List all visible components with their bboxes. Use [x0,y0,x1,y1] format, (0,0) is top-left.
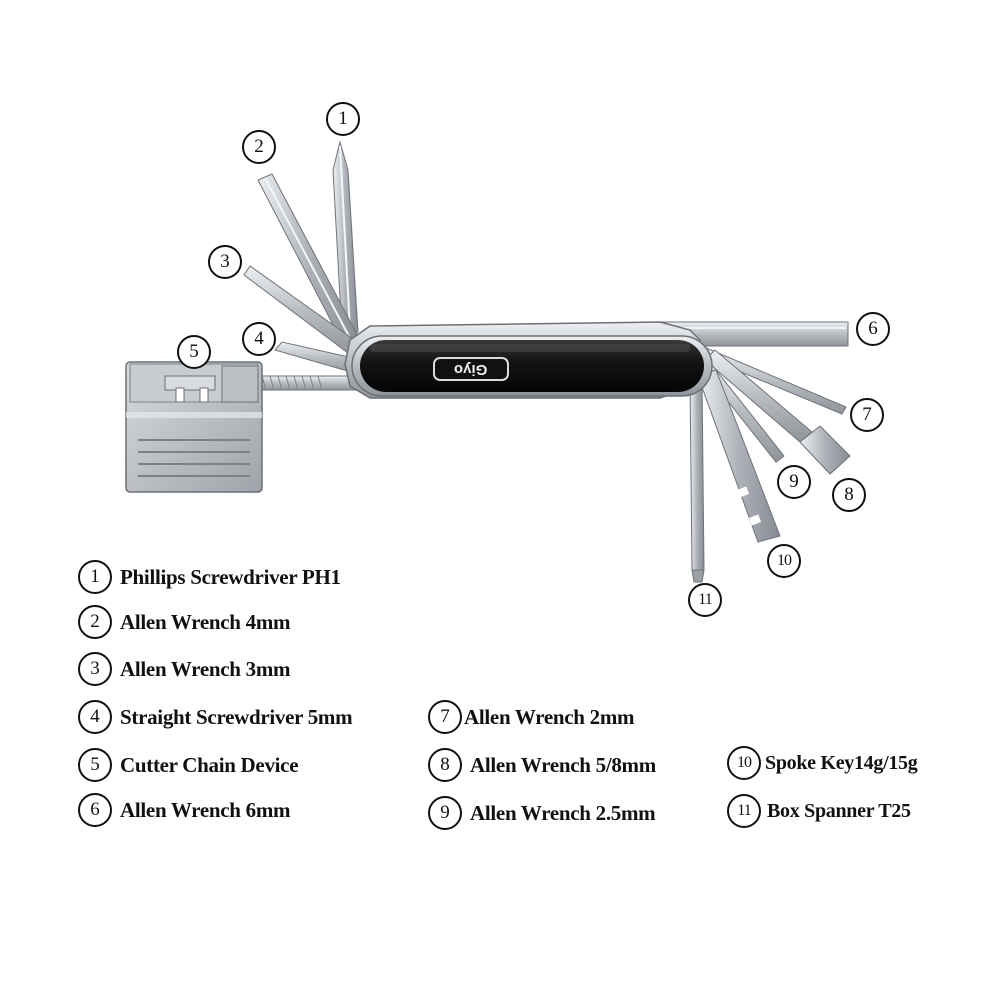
callout-11: 11 [688,583,722,617]
legend-label: Straight Screwdriver 5mm [120,704,353,729]
legend-item-5: 5 Cutter Chain Device [78,745,299,785]
legend-item-10: 10 Spoke Key14g/15g [727,743,918,783]
legend-label: Allen Wrench 3mm [120,656,291,681]
legend-item-6: 6 Allen Wrench 6mm [78,790,291,830]
legend-number: 1 [78,560,112,594]
legend-number: 5 [78,748,112,782]
callout-5: 5 [177,335,211,369]
legend-number: 8 [428,748,462,782]
legend-number: 7 [428,700,462,734]
brand-logo-text: Giyo [454,360,488,378]
tool-spoke-key [697,369,781,543]
legend-item-2: 2 Allen Wrench 4mm [78,602,291,642]
tool-chain-cutter [125,361,376,493]
tool-allen-wrench-5-8mm [704,349,851,475]
legend-number: 10 [727,746,761,780]
legend-label: Box Spanner T25 [767,799,911,822]
legend-number: 11 [727,794,761,828]
callout-4: 4 [242,322,276,356]
legend-item-8: 8 Allen Wrench 5/8mm [428,745,656,785]
legend-item-3: 3 Allen Wrench 3mm [78,649,291,689]
legend-number: 6 [78,793,112,827]
callout-7: 7 [850,398,884,432]
legend-item-9: 9 Allen Wrench 2.5mm [428,793,656,833]
callout-8: 8 [832,478,866,512]
legend-label: Phillips Screwdriver PH1 [120,564,341,589]
tool-body [344,321,713,399]
legend-number: 9 [428,796,462,830]
callout-10: 10 [767,544,801,578]
legend-number: 2 [78,605,112,639]
legend-label: Allen Wrench 6mm [120,797,291,822]
legend-number: 4 [78,700,112,734]
legend-label: Allen Wrench 5/8mm [470,752,656,777]
legend-item-1: 1 Phillips Screwdriver PH1 [78,557,341,597]
legend-label: Cutter Chain Device [120,752,299,777]
legend-label: Allen Wrench 2.5mm [470,800,656,825]
callout-1: 1 [326,102,360,136]
callout-9: 9 [777,465,811,499]
legend-label: Spoke Key14g/15g [765,751,918,774]
callout-6: 6 [856,312,890,346]
callout-3: 3 [208,245,242,279]
legend-item-4: 4 Straight Screwdriver 5mm [78,697,353,737]
legend-number: 3 [78,652,112,686]
legend-label: Allen Wrench 2mm [464,704,635,729]
legend-label: Allen Wrench 4mm [120,609,291,634]
legend-item-7: 7 Allen Wrench 2mm [428,697,635,737]
callout-2: 2 [242,130,276,164]
brand-logo: Giyo [433,357,509,381]
legend-item-11: 11 Box Spanner T25 [727,791,911,831]
tool-box-spanner [689,379,705,583]
